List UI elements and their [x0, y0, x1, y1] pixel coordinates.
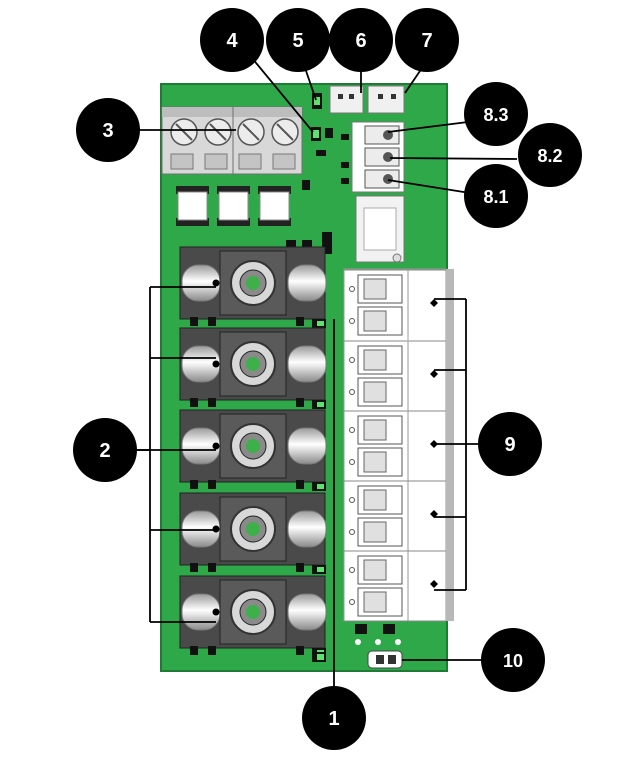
- terminal-1: [344, 269, 446, 340]
- callout-c10: 10: [481, 628, 545, 692]
- optocoupler-row: [176, 186, 291, 226]
- status-leds-top: [286, 93, 333, 254]
- callout-label: 9: [504, 434, 515, 456]
- jumper-block-8: [341, 121, 405, 263]
- callout-c7: 7: [395, 8, 459, 72]
- terminal-4: [344, 480, 446, 551]
- callout-label: 8.3: [483, 105, 508, 125]
- relay-2: [179, 327, 327, 409]
- callout-c9: 9: [478, 412, 542, 476]
- callout-c83: 8.3: [464, 82, 528, 146]
- relay-5: [179, 575, 327, 657]
- callout-label: 8.1: [483, 187, 508, 207]
- callout-label: 5: [292, 30, 303, 52]
- callout-c3: 3: [76, 98, 140, 162]
- terminal-2: [344, 340, 446, 411]
- callout-label: 2: [99, 440, 110, 462]
- callout-markers: 1 2 3 4 5 6 7 8.1 8.2 8.3 9 10: [73, 8, 582, 750]
- callout-c2: 2: [73, 418, 137, 482]
- connectors-6-7: [329, 85, 405, 114]
- callout-c1: 1: [302, 686, 366, 750]
- callout-label: 4: [226, 30, 238, 52]
- callout-label: 3: [102, 120, 113, 142]
- relay-stack: [179, 246, 327, 662]
- callout-c82: 8.2: [518, 123, 582, 187]
- callout-label: 7: [421, 30, 432, 52]
- callout-c81: 8.1: [464, 164, 528, 228]
- callout-c4: 4: [200, 8, 264, 72]
- relay-3: [179, 409, 327, 491]
- callout-label: 8.2: [537, 146, 562, 166]
- output-terminal-strip: [343, 268, 454, 622]
- callout-c6: 6: [329, 8, 393, 72]
- terminal-5: [344, 550, 446, 621]
- callout-c5: 5: [266, 8, 330, 72]
- callout-label: 6: [355, 30, 366, 52]
- callout-label: 10: [503, 651, 523, 671]
- screw-terminal-block: [161, 106, 303, 175]
- relay-4: [179, 492, 327, 574]
- relay-1: [179, 246, 327, 328]
- callout-label: 1: [328, 708, 339, 730]
- leader-lines: [128, 57, 518, 697]
- terminal-3: [344, 410, 446, 481]
